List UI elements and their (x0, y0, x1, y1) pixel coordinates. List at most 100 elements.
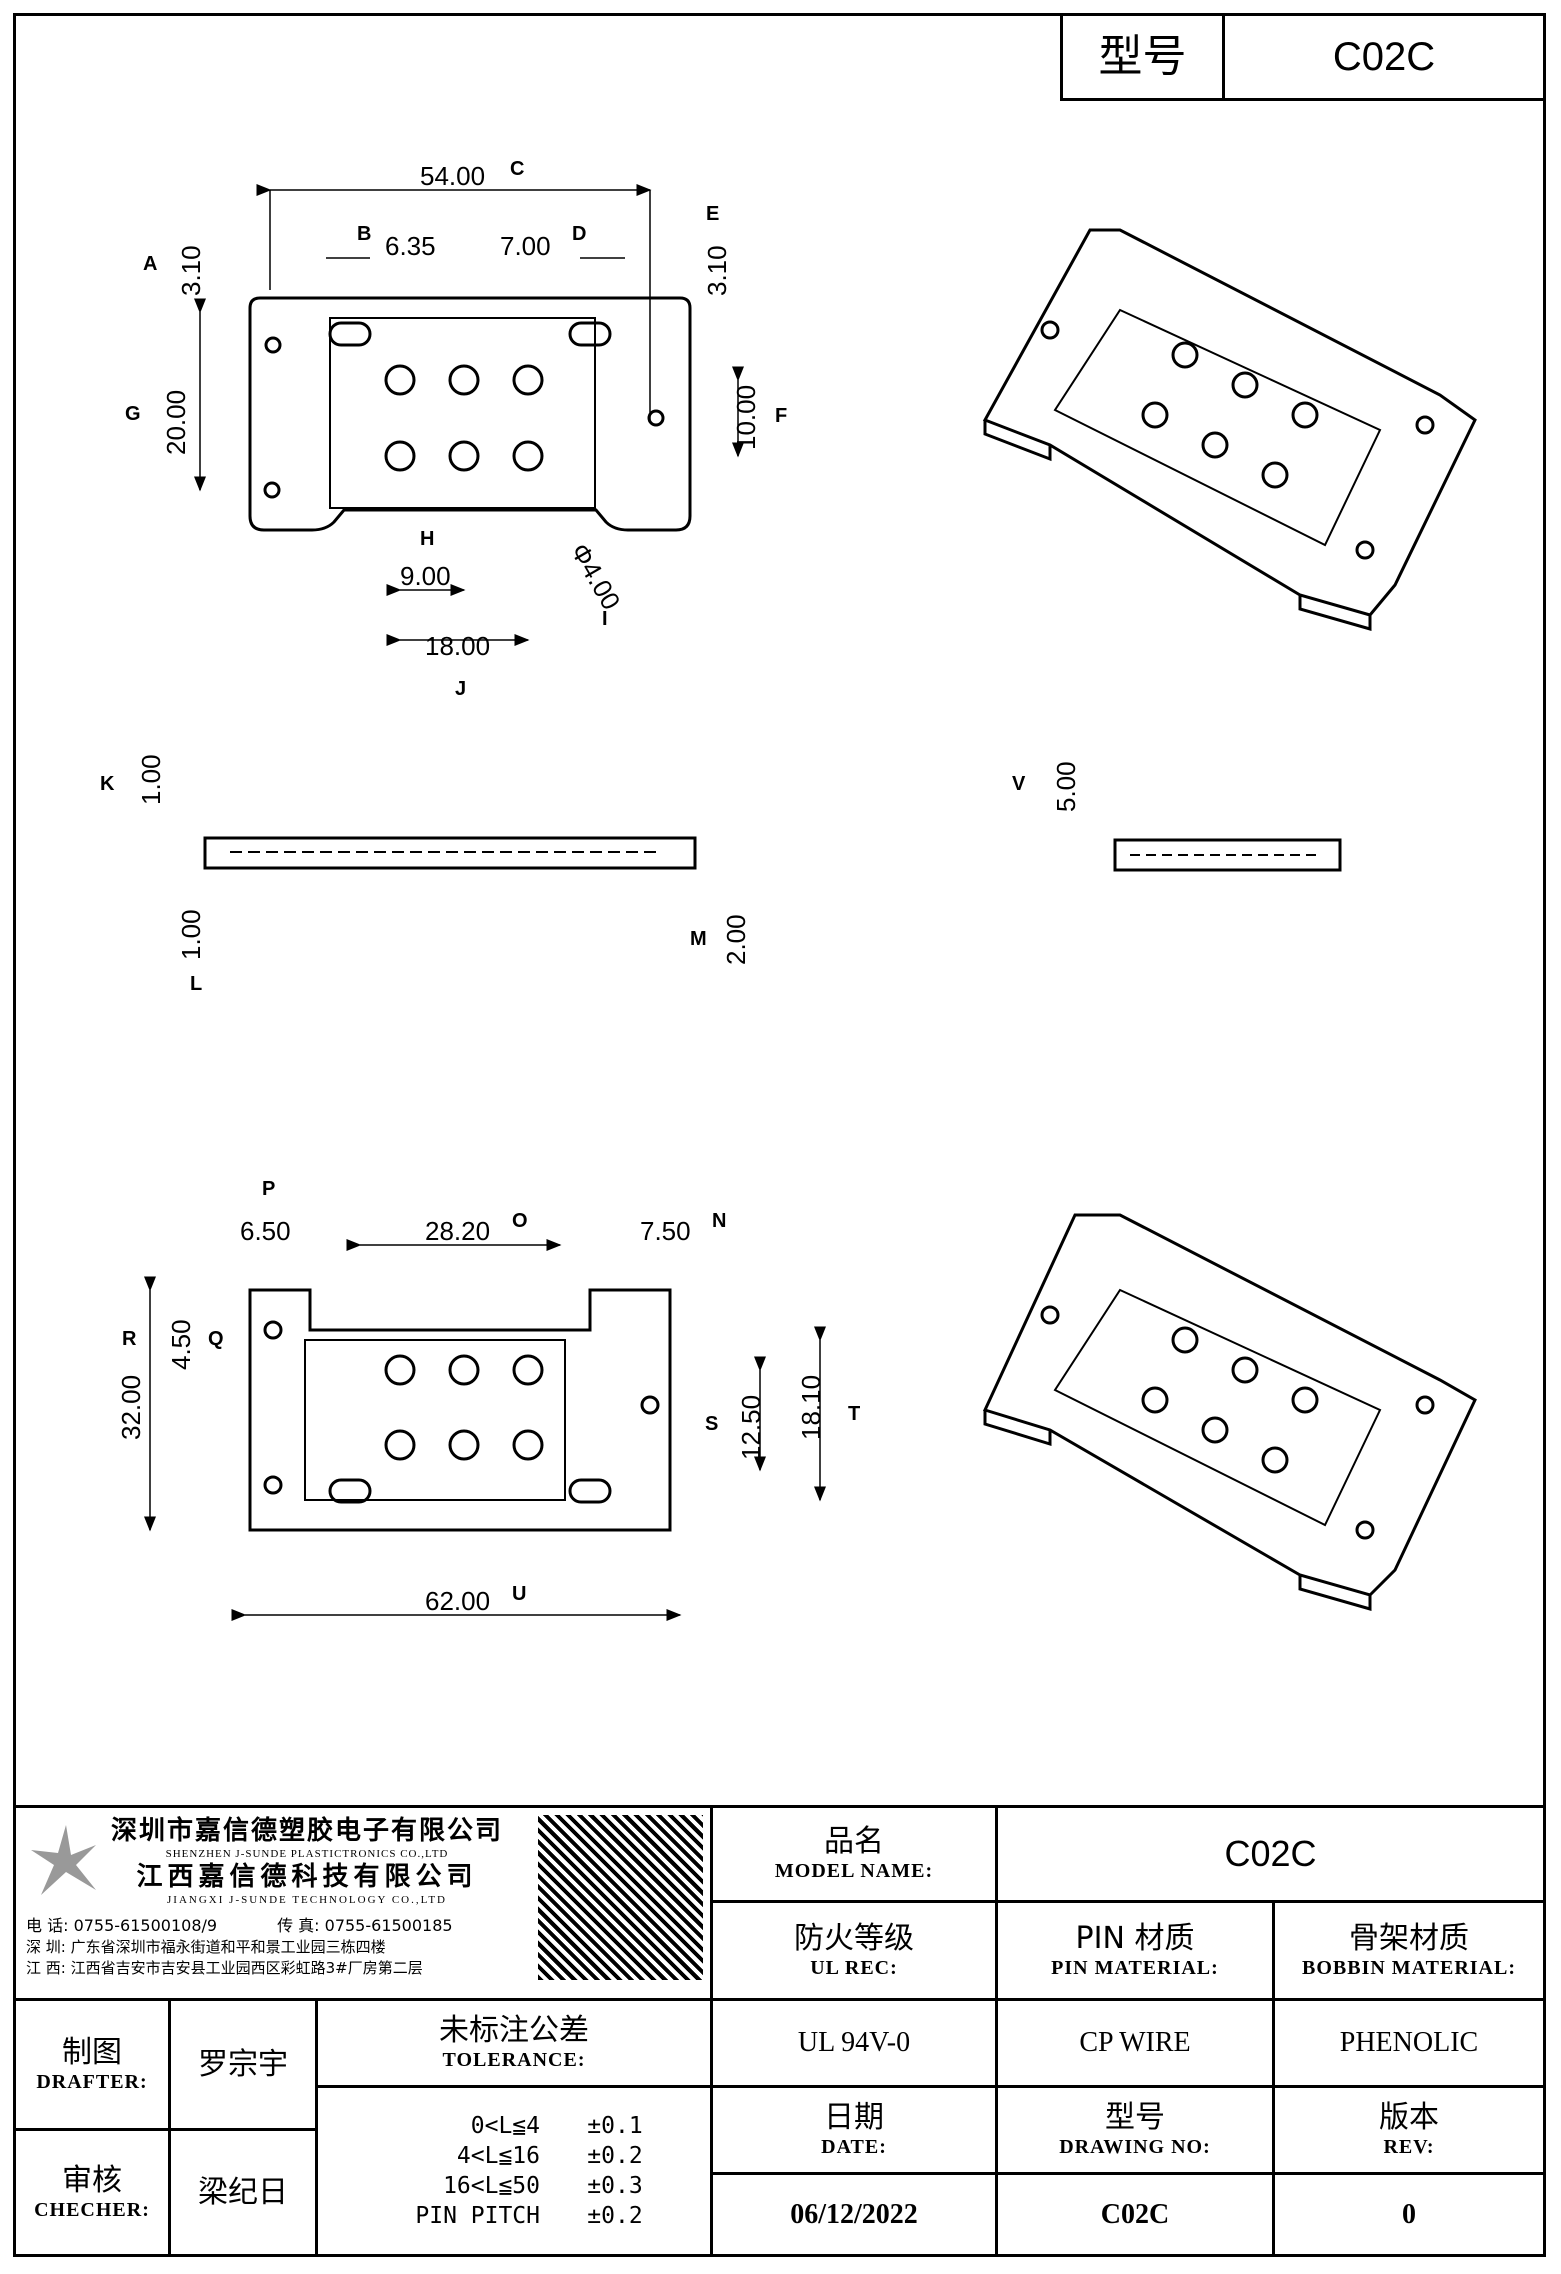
pin-material-label-cell: PIN 材质 PIN MATERIAL: (995, 1900, 1275, 2001)
drafter-label-cell: 制图 DRAFTER: (13, 1998, 171, 2131)
tolerance-label-en: TOLERANCE: (442, 2049, 586, 2071)
bobbin-material-label-en: BOBBIN MATERIAL: (1302, 1956, 1516, 1979)
dim-i-letter: I (602, 608, 608, 630)
date-label-en: DATE: (821, 2136, 887, 2158)
isometric-view-top (982, 228, 1477, 631)
date-value-cell: 06/12/2022 (710, 2172, 998, 2257)
pin-material-value-cell: CP WIRE (995, 1998, 1275, 2088)
dim-p-letter: P (262, 1178, 275, 1200)
tolerance-value: ±0.2 (587, 2203, 643, 2229)
dim-o: 28.20 (425, 1216, 490, 1246)
dim-s: 12.50 (736, 1395, 766, 1460)
tolerance-label-cell: 未标注公差 TOLERANCE: (315, 1998, 713, 2088)
bobbin-material-label-cell: 骨架材质 BOBBIN MATERIAL: (1272, 1900, 1546, 2001)
company-block: 深圳市嘉信德塑胶电子有限公司 SHENZHEN J-SUNDE PLASTICT… (13, 1805, 713, 2001)
company-address-sz: 深 圳: 广东省深圳市福永街道和平和景工业园三栋四楼 (26, 1938, 386, 1956)
ul-rec-label-cell: 防火等级 UL REC: (710, 1900, 998, 2001)
dim-c: 54.00 (420, 161, 485, 191)
dim-m-letter: M (690, 928, 707, 950)
drawing-no-label-cell: 型号 DRAWING NO: (995, 2085, 1275, 2175)
dim-o-letter: O (512, 1210, 528, 1232)
dim-j: 18.00 (425, 631, 490, 661)
dim-q-letter: Q (208, 1328, 224, 1350)
dim-l-letter: L (190, 973, 202, 995)
dim-h: 9.00 (400, 561, 451, 591)
drafter-value: 罗宗宇 (198, 2046, 288, 2082)
checker-label-en: CHECHER: (34, 2198, 150, 2221)
company-logo (26, 1820, 101, 1900)
dim-b-letter: B (357, 223, 371, 245)
drawing-no-label-en: DRAWING NO: (1059, 2136, 1211, 2158)
pin-material-label-en: PIN MATERIAL: (1051, 1956, 1219, 1979)
tolerance-range: 16<L≦50 (443, 2173, 540, 2199)
bobbin-material-value-cell: PHENOLIC (1272, 1998, 1546, 2088)
tolerance-range: 0<L≦4 (470, 2113, 540, 2139)
ul-rec-label: 防火等级 (794, 1920, 914, 1956)
technical-drawing: 54.00 C 6.35 B 7.00 D 3.10 A 3.10 E 20.0… (100, 158, 1477, 1621)
model-name-label-en: MODEL NAME: (774, 1860, 934, 1882)
dim-i: Φ4.00 (565, 538, 627, 615)
bobbin-material-value: PHENOLIC (1339, 2027, 1479, 2058)
checker-label: 审核 (62, 2162, 122, 2198)
model-name-value-cell: C02C (995, 1805, 1546, 1903)
dim-e: 3.10 (702, 245, 732, 296)
dim-f-letter: F (775, 405, 787, 427)
top-view-outline (248, 296, 692, 532)
header-model-label-cell: 型号 (1060, 13, 1225, 101)
dim-d-letter: D (572, 223, 586, 245)
drawing-no-label: 型号 (1105, 2100, 1165, 2135)
title-block: 深圳市嘉信德塑胶电子有限公司 SHENZHEN J-SUNDE PLASTICT… (13, 1805, 1546, 2257)
side-view-end (1113, 838, 1342, 872)
qr-code (538, 1815, 703, 1980)
tolerance-value: ±0.3 (587, 2173, 643, 2199)
top-view-dims: 54.00 C 6.35 B 7.00 D 3.10 A 3.10 E 20.0… (125, 158, 787, 700)
dim-k: 1.00 (136, 754, 166, 805)
rev-label-en: REV: (1383, 2136, 1435, 2158)
date-label-cell: 日期 DATE: (710, 2085, 998, 2175)
dim-d: 7.00 (500, 231, 551, 261)
tolerance-label: 未标注公差 (439, 2013, 589, 2048)
bottom-view (248, 1288, 672, 1532)
dim-b: 6.35 (385, 231, 436, 261)
drawing-no-value-cell: C02C (995, 2172, 1275, 2257)
dim-j-letter: J (455, 678, 466, 700)
dim-v-letter: V (1012, 773, 1026, 795)
checker-value: 梁纪日 (198, 2174, 288, 2210)
dim-l: 1.00 (176, 909, 206, 960)
dim-r-letter: R (122, 1328, 137, 1350)
dim-g-letter: G (125, 403, 141, 425)
dim-n: 7.50 (640, 1216, 691, 1246)
dim-f: 10.00 (731, 385, 761, 450)
company-phone: 电 话: 0755-61500108/9 (26, 1916, 218, 1935)
checker-label-cell: 审核 CHECHER: (13, 2128, 171, 2257)
dim-q: 4.50 (166, 1319, 196, 1370)
slot-left (328, 321, 372, 347)
dim-u-letter: U (512, 1583, 526, 1605)
tolerance-table: 0<L≦4 ±0.1 4<L≦16 ±0.2 16<L≦50 ±0.3 PIN … (315, 2085, 713, 2257)
rev-value-cell: 0 (1272, 2172, 1546, 2257)
drawing-no-value: C02C (1100, 2198, 1170, 2230)
dim-p: 6.50 (240, 1216, 291, 1246)
header-model-label: 型号 (1098, 31, 1187, 82)
dim-c-letter: C (510, 158, 524, 180)
rev-label: 版本 (1379, 2100, 1439, 2135)
checker-value-cell: 梁纪日 (168, 2128, 318, 2257)
dim-k-letter: K (100, 773, 115, 795)
isometric-view-bottom (982, 1213, 1477, 1611)
header-model-value: C02C (1332, 34, 1436, 79)
tolerance-value: ±0.1 (587, 2113, 643, 2139)
dim-r: 32.00 (116, 1375, 146, 1440)
ul-rec-value: UL 94V-0 (797, 2027, 911, 2058)
drafter-value-cell: 罗宗宇 (168, 1998, 318, 2131)
model-name-label-cell: 品名 MODEL NAME: (710, 1805, 998, 1903)
rev-value: 0 (1402, 2198, 1416, 2230)
dim-h-letter: H (420, 528, 434, 550)
company-name-sz: 深圳市嘉信德塑胶电子有限公司 (111, 1816, 504, 1846)
tolerance-value: ±0.2 (587, 2143, 643, 2169)
dim-v: 5.00 (1051, 761, 1081, 812)
company-name-sz-en: SHENZHEN J-SUNDE PLASTICTRONICS CO.,LTD (165, 1848, 449, 1860)
company-address-jx: 江 西: 江西省吉安市吉安县工业园西区彩虹路3#厂房第二层 (26, 1959, 423, 1977)
ul-rec-label-en: UL REC: (810, 1956, 898, 1979)
header-model-value-cell: C02C (1222, 13, 1546, 101)
dim-g: 20.00 (161, 390, 191, 455)
